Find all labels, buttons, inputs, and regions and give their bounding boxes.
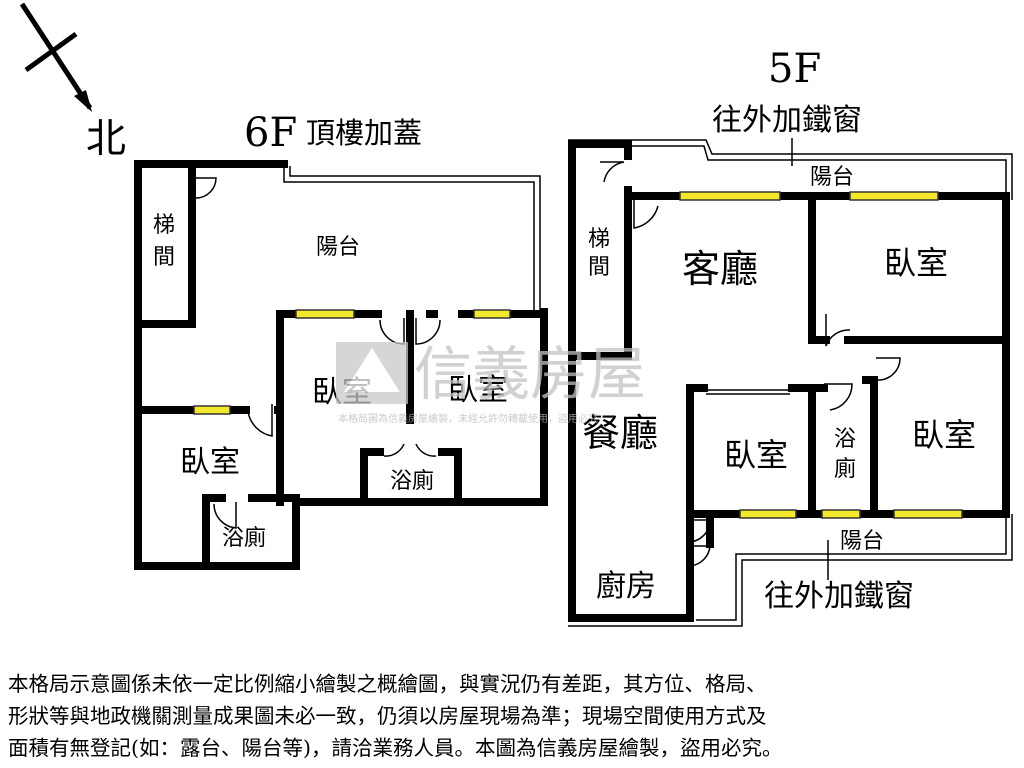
6f-stair-label-1: 梯 <box>153 213 175 238</box>
north-arrow-icon <box>19 2 93 112</box>
5f-note-top: 往外加鐵窗 <box>712 103 862 138</box>
5f-window-bedroom-top <box>849 191 939 201</box>
5f-bedroom-right-label: 臥室 <box>912 416 976 454</box>
5f-balcony-top-label: 陽台 <box>810 165 854 190</box>
brand-logo-icon <box>336 342 408 404</box>
5f-balcony-rails <box>568 139 1013 627</box>
disclaimer-line-3: 面積有無登記(如：露台、陽台等)，請洽業務人員。本圖為信義房屋繪製，盜用必究。 <box>8 736 783 760</box>
5f-bedroom-top-right-label: 臥室 <box>884 244 948 282</box>
floor-6f-title: 6F <box>244 110 297 156</box>
6f-bedroom-left-label: 臥室 <box>180 445 240 480</box>
6f-window-mid <box>295 309 355 319</box>
watermark: 信義房屋 本格局圖為信義房屋繪製，未經允許勿轉載使用，盜用必究 <box>336 340 646 425</box>
disclaimer-line-1: 本格局示意圖係未依一定比例縮小繪製之概繪圖，與實況仍有差距，其方位、格局、 <box>8 672 767 696</box>
5f-stair-label-1: 梯 <box>588 227 610 252</box>
5f-dining-label: 餐廳 <box>582 411 658 455</box>
5f-doors <box>600 161 901 567</box>
disclaimer: 本格局示意圖係未依一定比例縮小繪製之概繪圖，與實況仍有差距，其方位、格局、 形狀… <box>8 668 1018 764</box>
disclaimer-line-2: 形狀等與地政機關測量成果圖未必一致，仍須以房屋現場為準；現場空間使用方式及 <box>8 704 767 728</box>
watermark-brand: 信義房屋 <box>414 340 646 408</box>
floor-plan-drawing: 北 6F 頂樓加蓋 <box>19 2 1013 627</box>
5f-bedroom-center-label: 臥室 <box>724 436 788 474</box>
6f-bath-mid-label: 浴廁 <box>390 469 434 494</box>
6f-bedroom-right-label: 臥室 <box>448 373 508 408</box>
6f-window-right <box>473 309 511 319</box>
5f-window-living <box>679 191 781 201</box>
6f-stair-label-2: 間 <box>153 245 175 270</box>
5f-bath-label-2: 廁 <box>834 457 856 482</box>
north-label: 北 <box>86 116 126 162</box>
5f-window-bath <box>821 509 861 519</box>
floor-5f-title: 5F <box>768 46 821 92</box>
6f-bath-lower-label: 浴廁 <box>222 526 266 551</box>
5f-bath-label-1: 浴 <box>834 427 856 452</box>
5f-window-bedroom-center <box>739 509 797 519</box>
6f-balcony-rail <box>283 166 541 312</box>
5f-note-bottom: 往外加鐵窗 <box>764 579 914 614</box>
5f-kitchen-label: 廚房 <box>596 569 656 604</box>
5f-balcony-bottom-label: 陽台 <box>840 529 884 554</box>
floor-6f-subtitle: 頂樓加蓋 <box>306 116 422 150</box>
6f-balcony-label: 陽台 <box>316 235 360 260</box>
5f-living-label: 客廳 <box>682 247 758 291</box>
6f-window-left <box>193 405 231 415</box>
5f-stair-label-2: 間 <box>588 255 610 280</box>
watermark-line: 本格局圖為信義房屋繪製，未經允許勿轉載使用，盜用必究 <box>338 412 598 425</box>
5f-window-bedroom-right <box>893 509 963 519</box>
